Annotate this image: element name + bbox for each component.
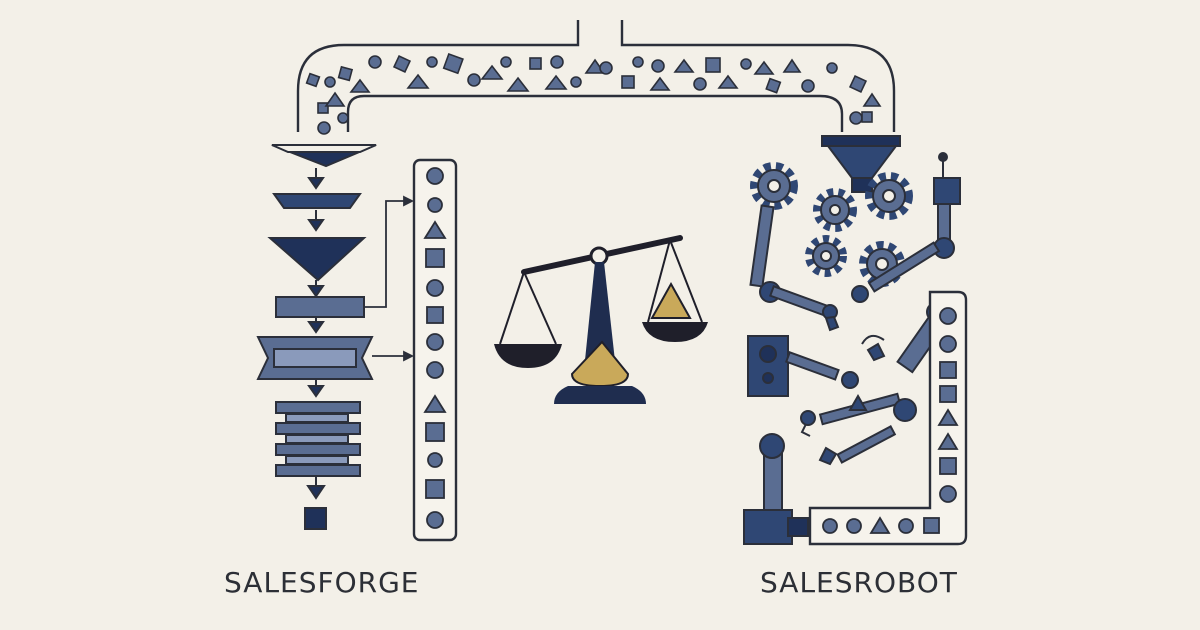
gear-icon: [813, 188, 857, 232]
funnel-output-arrows: [364, 195, 415, 362]
salesrobot-label: SALESROBOT: [760, 566, 958, 599]
pipe-contents: [305, 53, 882, 135]
robot-hopper: [821, 135, 901, 193]
gear-icon: [805, 235, 847, 277]
salesforge-label: SALESFORGE: [224, 566, 420, 599]
sales-funnel: [256, 144, 377, 530]
gear-icon: [865, 172, 913, 220]
balance-scale: [494, 235, 708, 404]
robot-arm: [743, 152, 961, 545]
gear-icon: [750, 162, 798, 210]
right-conveyor: [808, 290, 968, 546]
left-conveyor: [412, 158, 458, 542]
overhead-pipe: [296, 20, 896, 132]
